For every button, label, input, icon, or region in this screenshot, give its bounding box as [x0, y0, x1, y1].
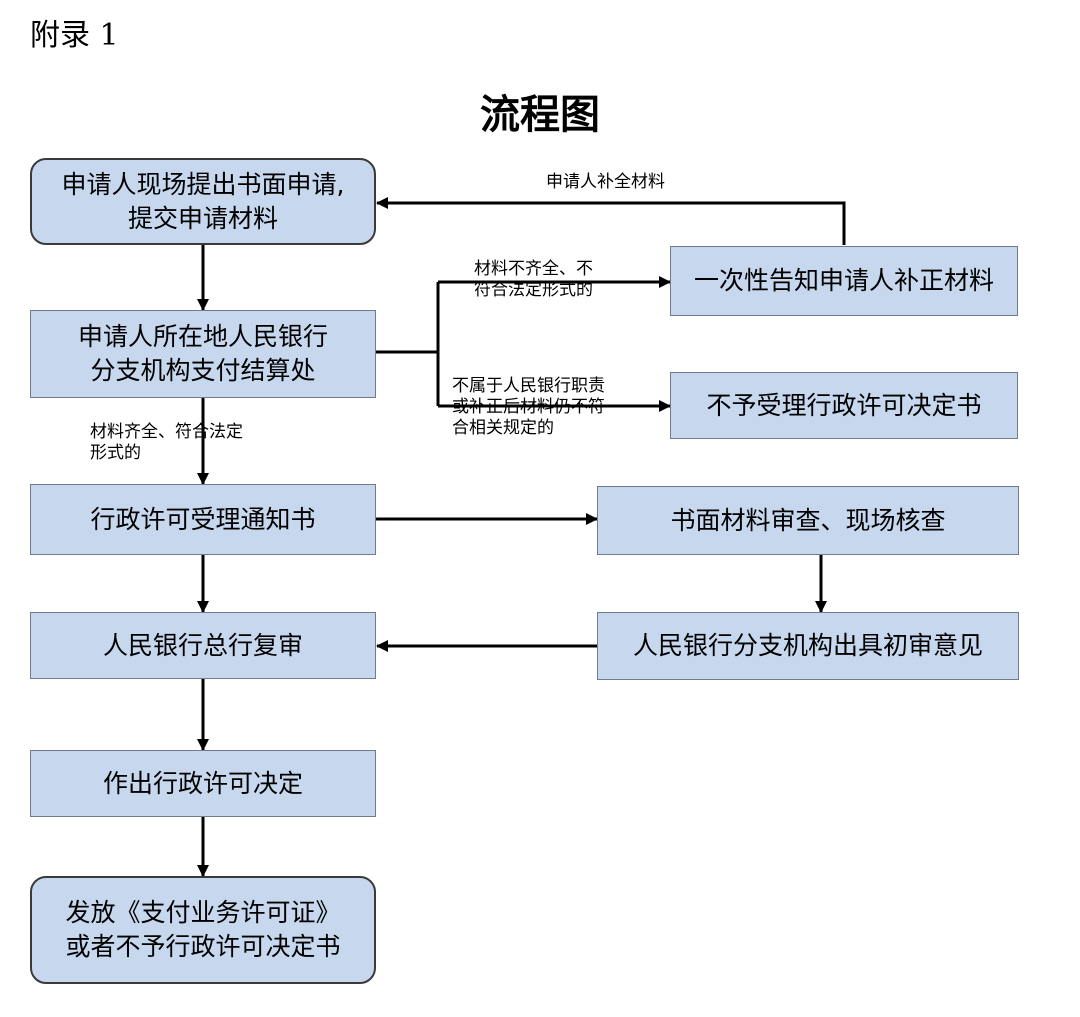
edge-label-not-in-scope: 不属于人民银行职责 或补正后材料仍不符 合相关规定的 — [452, 376, 605, 439]
node-reject-acceptance-line-1: 不予受理行政许可决定书 — [706, 390, 982, 420]
node-acceptance-notice-line-1: 行政许可受理通知书 — [90, 504, 316, 534]
node-apply: 申请人现场提出书面申请, 提交申请材料 — [30, 158, 376, 245]
appendix-label: 附录 1 — [30, 18, 119, 53]
node-acceptance-notice: 行政许可受理通知书 — [30, 484, 376, 555]
node-branch-line-2: 分支机构支付结算处 — [90, 356, 316, 385]
arrow-supplement-return — [376, 197, 846, 245]
node-reject-acceptance: 不予受理行政许可决定书 — [670, 372, 1018, 439]
node-preliminary-opinion: 人民银行分支机构出具初审意见 — [597, 612, 1019, 680]
edge-label-incomplete-line-2: 符合法定形式的 — [474, 280, 593, 300]
node-issue: 发放《支付业务许可证》 或者不予行政许可决定书 — [30, 876, 376, 984]
edge-label-supplement-return-line-1: 申请人补全材料 — [546, 172, 665, 192]
node-review-check-line-1: 书面材料审查、现场核查 — [670, 505, 946, 535]
node-branch: 申请人所在地人民银行 分支机构支付结算处 — [30, 310, 376, 398]
edge-label-not-in-scope-line-3: 合相关规定的 — [452, 418, 554, 438]
edge-label-not-in-scope-line-1: 不属于人民银行职责 — [452, 376, 605, 396]
node-apply-line-2: 提交申请材料 — [127, 203, 278, 233]
node-decision-line-1: 作出行政许可决定 — [102, 768, 303, 798]
edge-label-complete: 材料齐全、符合法定 形式的 — [90, 422, 243, 464]
diagram-title: 流程图 — [480, 91, 600, 138]
node-preliminary-opinion-line-1: 人民银行分支机构出具初审意见 — [632, 631, 983, 660]
edge-label-complete-line-1: 材料齐全、符合法定 — [90, 422, 243, 442]
node-review-check: 书面材料审查、现场核查 — [597, 486, 1019, 555]
node-notify-supplement-line-1: 一次性告知申请人补正材料 — [693, 266, 994, 295]
node-notify-supplement: 一次性告知申请人补正材料 — [670, 246, 1018, 316]
edge-label-supplement-return: 申请人补全材料 — [546, 172, 665, 193]
node-issue-line-1: 发放《支付业务许可证》 — [65, 898, 341, 927]
edge-label-incomplete: 材料不齐全、不 符合法定形式的 — [474, 259, 593, 301]
node-issue-line-2: 或者不予行政许可决定书 — [65, 932, 341, 961]
node-branch-line-1: 申请人所在地人民银行 — [77, 322, 328, 351]
node-apply-line-1: 申请人现场提出书面申请, — [61, 169, 345, 199]
node-hq-review-line-1: 人民银行总行复审 — [102, 630, 303, 660]
edge-label-incomplete-line-1: 材料不齐全、不 — [474, 259, 593, 279]
node-hq-review: 人民银行总行复审 — [30, 612, 376, 679]
node-decision: 作出行政许可决定 — [30, 750, 376, 817]
edge-label-not-in-scope-line-2: 或补正后材料仍不符 — [452, 397, 605, 417]
edge-label-complete-line-2: 形式的 — [90, 443, 141, 463]
